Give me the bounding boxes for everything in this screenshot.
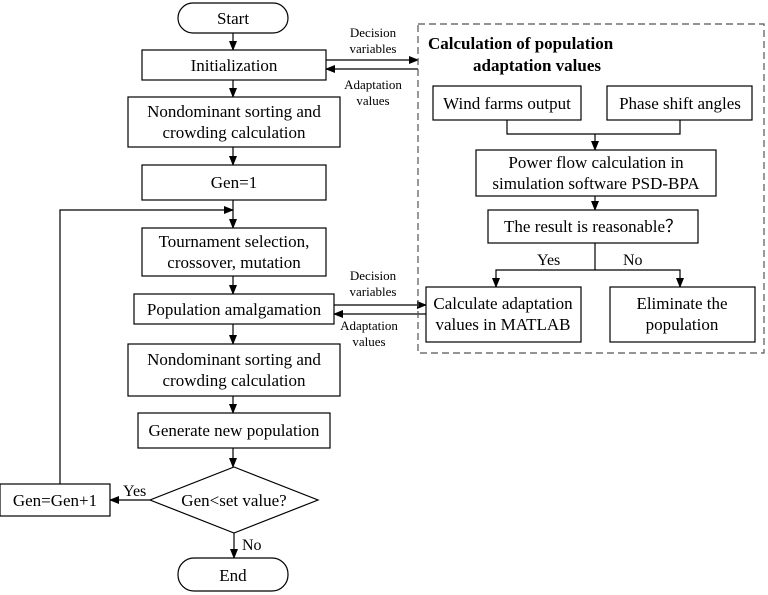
nondominant-sorting-1-line1: Nondominant sorting and (147, 102, 321, 121)
adaptation-values-top-line2: values (356, 93, 389, 108)
phase-shift-label: Phase shift angles (619, 94, 741, 113)
nondominant-sorting-box-2 (127, 343, 341, 397)
calculate-adaptation-box (425, 286, 582, 343)
calculate-adaptation-line1: Calculate adaptation (433, 294, 573, 313)
tournament-box (141, 227, 327, 277)
nondominant-sorting-2-line1: Nondominant sorting and (147, 350, 321, 369)
new-population-label: Generate new population (149, 421, 320, 440)
arrow-panel-yes (492, 243, 596, 288)
panel-no-label: No (623, 252, 643, 269)
power-flow-line1: Power flow calculation in (508, 153, 684, 172)
adaptation-values-top-line1: Adaptation (344, 77, 402, 92)
panel-title-line2: adaptation values (473, 56, 601, 75)
initialization-box (141, 49, 327, 81)
end-label: End (219, 566, 247, 585)
wind-farms-label: Wind farms output (443, 94, 571, 113)
phase-shift-box (606, 85, 753, 121)
nondominant-sorting-box-1 (127, 96, 341, 148)
amalgamation-label: Population amalgamation (147, 300, 322, 319)
wind-farms-box (432, 85, 582, 121)
loop-back-arrow (59, 206, 234, 484)
panel-yes-label: Yes (537, 252, 560, 269)
reasonable-check-box (487, 209, 699, 244)
increment-box (0, 483, 111, 517)
arrow-panel-no (595, 269, 684, 288)
end-terminal (177, 557, 289, 592)
increment-label: Gen=Gen+1 (13, 491, 97, 510)
start-label: Start (217, 9, 249, 28)
amalgamation-box (133, 293, 335, 325)
calculate-adaptation-line2: values in MATLAB (435, 315, 570, 334)
decision-label: Gen<set value? (181, 491, 286, 510)
new-population-box (137, 412, 331, 449)
decision-variables-bottom-line1: Decision (350, 268, 397, 283)
nondominant-sorting-2-line2: crowding calculation (162, 371, 306, 390)
decision-variables-top-line1: Decision (350, 25, 397, 40)
adaptation-values-bottom-line2: values (352, 334, 385, 349)
decision-variables-bottom-line2: variables (350, 284, 397, 299)
yes-label: Yes (123, 483, 146, 500)
eliminate-population-line2: population (646, 315, 719, 334)
eliminate-population-line1: Eliminate the (636, 294, 727, 313)
merge-connector (506, 120, 681, 135)
adaptation-panel (417, 23, 765, 354)
decision-variables-top-line2: variables (350, 41, 397, 56)
power-flow-line2: simulation software PSD-BPA (492, 174, 700, 193)
panel-title-line1: Calculation of population (428, 34, 614, 53)
gen1-label: Gen=1 (211, 173, 257, 192)
adaptation-values-bottom-line1: Adaptation (340, 318, 398, 333)
tournament-line2: crossover, mutation (167, 253, 301, 272)
reasonable-check-label: The result is reasonable？ (504, 217, 682, 236)
initialization-label: Initialization (191, 56, 278, 75)
tournament-line1: Tournament selection, (159, 232, 310, 251)
power-flow-box (475, 149, 717, 197)
nondominant-sorting-1-line2: crowding calculation (162, 123, 306, 142)
gen1-box (141, 164, 327, 201)
eliminate-population-box (609, 286, 756, 343)
no-label: No (242, 537, 262, 554)
